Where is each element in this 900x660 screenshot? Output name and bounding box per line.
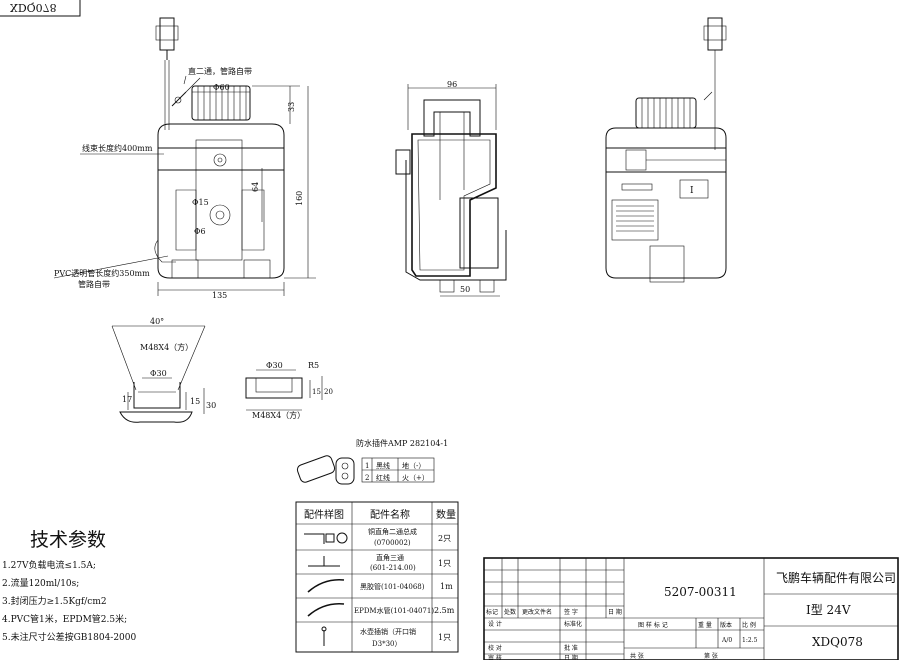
tb-weight: 重 量 [698,621,712,629]
part-icon-pin [321,626,327,646]
neck-thread: M48X4（方） [140,342,193,352]
conn-no-2: 2 [365,474,369,482]
tech-item-3: 3.封闭压力≥1.5Kgf/cm2 [2,595,107,607]
side-label-box: I [690,186,694,196]
front-dim-hole6: Φ6 [194,227,206,236]
tb-design: 设 计 [488,620,502,628]
tech-item-4: 4.PVC管1米，EPDM管2.5米; [2,613,127,625]
tb-total: 共 张 [630,652,644,660]
connector-title: 防水插件AMP 282104-1 [356,438,448,448]
cap-thread: M48X4（方） [252,410,305,420]
neck-dim-diameter: Φ30 [150,369,167,378]
drawing-code-box: XDQ078 [0,0,81,17]
tb-stage: 图 样 标 记 [638,621,668,629]
tb-page: 第 张 [704,652,718,660]
note-pvc-2: 管路自带 [78,279,110,289]
conn-sig-2: 火（+） [402,474,429,482]
note-harness: 线束长度约400mm [82,143,153,153]
conn-wire-2: 红线 [376,473,390,482]
front-dim-hole15: Φ15 [192,198,209,207]
tb-check: 校 对 [488,644,502,652]
neck-dim-15: 15 [190,397,200,406]
neck-angle: 40° [150,317,164,326]
front-dim-height: 160 [295,191,304,206]
code-box-text: XDQ078 [10,1,57,14]
front-dim-width: 135 [212,291,227,300]
cap-dim-diameter: Φ30 [266,361,283,370]
tb-date2: 日 期 [564,654,578,660]
tb-date: 日 期 [608,608,622,616]
note-pipe: 直二通，管路自带 [188,66,252,76]
tb-count: 处数 [504,608,516,616]
conn-wire-1: 黑线 [376,461,390,470]
section-dim-bottom: 50 [460,285,470,294]
tb-drawing-no: 5207-00311 [664,585,737,599]
tb-approve: 批 准 [564,644,578,652]
title-block: 标记 处数 更改文件名 签 字 日 期 设 计 标准化 校 对 审 核 批 准 … [483,557,899,660]
section-dim-width: 96 [447,80,457,89]
part3-qty: 1m [440,582,453,591]
part5-qty: 1只 [438,633,451,642]
part-icon-hose-epdm [307,602,345,617]
part3-name: 黑胶管(101-04068) [360,582,425,591]
tb-sheet: A/0 [721,637,732,644]
part-icon-elbow [304,532,348,544]
tech-title: 技术参数 [30,529,106,551]
tb-ratio: 比 例 [742,621,756,629]
tech-item-2: 2.流量120ml/10s; [2,577,79,589]
tb-mark: 标记 [486,608,498,616]
neck-dim-17: 17 [122,395,132,404]
part-icon-tee [308,556,340,567]
cap-dim-15: 15 [312,388,321,396]
front-dim-cap-height: 33 [287,102,296,112]
parts-table: 配件样图 配件名称 数量 铜直角二通总成 (0700002) 2只 直角三通 (… [295,501,459,653]
detail-neck: 40° M48X4（方） Φ30 17 15 30 [111,317,216,423]
front-dim-inner: 64 [251,182,260,192]
neck-dim-30: 30 [206,401,216,410]
parts-header-img: 配件样图 [304,508,344,521]
side-view: I [605,17,727,283]
conn-sig-1: 地（-） [402,461,425,470]
part1-name-1: 铜直角二通总成 [368,527,417,536]
tb-file: 更改文件名 [522,608,552,616]
section-view: 96 50 [395,80,507,297]
parts-header-name: 配件名称 [370,508,410,521]
tb-sign: 签 字 [564,608,578,616]
tb-part: 版本 [720,621,732,629]
cap-dim-r5: R5 [308,361,319,370]
part5-name-2: D3*30） [372,640,401,648]
tb-company: 飞鹏车辆配件有限公司 [776,570,896,585]
part4-name: EPDM水管(101-04071) [354,606,434,615]
front-view: Φ60 33 160 64 Φ15 Φ6 135 直二通，管路自带 线束长度约4… [53,17,316,300]
part2-name-2: (601-214.00) [370,564,416,572]
parts-header-qty: 数量 [436,508,456,521]
part-icon-hose-black [307,578,345,593]
part4-qty: 2.5m [434,606,455,615]
part1-name-2: (0700002) [374,539,411,547]
part2-name-1: 直角三通 [376,553,404,562]
tb-review: 审 核 [488,654,502,660]
front-dim-cap: Φ60 [213,83,230,92]
note-pvc-1: PVC透明管长度约350mm [54,268,150,278]
tech-item-1: 1.27V负载电流≤1.5A; [2,559,96,571]
tech-item-5: 5.未注尺寸公差按GB1804-2000 [2,631,137,643]
tb-scale: 1:2.5 [742,637,758,644]
tb-std: 标准化 [564,620,582,628]
part2-qty: 1只 [438,559,451,568]
detail-cap: Φ30 R5 15 20 M48X4（方） [245,361,333,420]
tech-params: 技术参数 1.27V负载电流≤1.5A; 2.流量120ml/10s; 3.封闭… [2,529,137,643]
cap-dim-20: 20 [324,388,333,396]
part5-name-1: 水壶插销（开口销 [360,627,416,636]
part1-qty: 2只 [438,534,451,543]
conn-no-1: 1 [365,462,369,470]
connector-section: 防水插件AMP 282104-1 1 黑线 地（-） 2 红线 火（+） [296,438,448,485]
tb-product: I型 24V [806,603,851,617]
tb-code: XDQ078 [812,635,863,649]
